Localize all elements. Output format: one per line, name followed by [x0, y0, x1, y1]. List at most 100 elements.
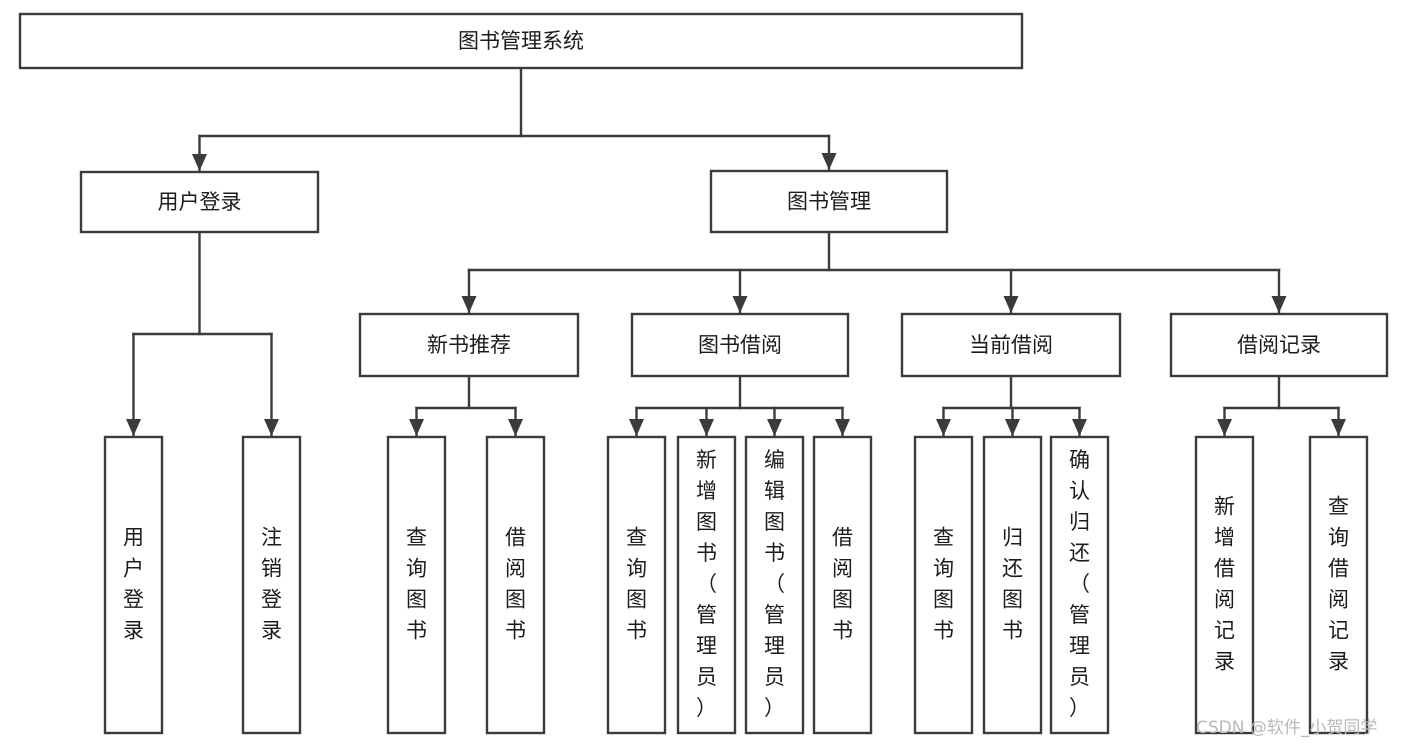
- node-label-borrow-query-book-char-3: 书: [626, 619, 647, 643]
- arrow-head-icon: [1217, 419, 1232, 436]
- arrow-head-icon: [264, 419, 279, 436]
- node-label-recommend-query-book-char-1: 询: [406, 557, 427, 581]
- node-box-user-login-do[interactable]: [103, 435, 164, 735]
- node-label-borrow-add-book-char-3: 书: [696, 541, 717, 565]
- node-box-user-logout[interactable]: [241, 435, 302, 735]
- arrow-head-icon: [629, 419, 644, 436]
- node-box-borrow-record[interactable]: [1169, 312, 1389, 378]
- node-label-new-book-recommend: 新书推荐: [427, 333, 511, 357]
- node-box-current-query-book[interactable]: [913, 435, 974, 735]
- node-label-borrow-borrow-book-char-3: 书: [832, 619, 853, 643]
- node-box-root[interactable]: [18, 12, 1024, 70]
- node-user-login-do[interactable]: 用户登录: [103, 435, 164, 735]
- node-box-borrow-add-book[interactable]: [676, 435, 737, 735]
- node-borrow-record[interactable]: 借阅记录: [1169, 312, 1389, 378]
- node-box-borrow-query-book[interactable]: [606, 435, 667, 735]
- node-label-borrow-add-book-char-4: （: [696, 572, 717, 596]
- node-label-record-add-char-2: 借: [1214, 557, 1235, 581]
- arrow-head-icon: [835, 419, 850, 436]
- node-label-current-borrow: 当前借阅: [969, 333, 1053, 357]
- node-label-record-add-char-0: 新: [1214, 495, 1235, 519]
- node-label-current-query-book-char-1: 询: [933, 557, 954, 581]
- node-label-record-query-char-1: 询: [1328, 526, 1349, 550]
- node-book-borrow[interactable]: 图书借阅: [630, 312, 850, 378]
- arrow-head-icon: [1072, 419, 1087, 436]
- node-label-current-confirm-return-char-5: 管: [1069, 603, 1090, 627]
- node-box-book-borrow[interactable]: [630, 312, 850, 378]
- node-label-recommend-borrow-book-char-0: 借: [505, 526, 526, 550]
- node-label-recommend-query-book-char-3: 书: [406, 619, 427, 643]
- node-label-user-login-do-char-2: 登: [123, 588, 144, 612]
- node-box-record-query[interactable]: [1308, 435, 1369, 735]
- arrow-head-icon: [508, 419, 523, 436]
- node-label-user-logout-char-0: 注: [261, 526, 282, 550]
- node-box-record-add[interactable]: [1194, 435, 1255, 735]
- arrow-head-icon: [821, 153, 837, 170]
- node-label-borrow-edit-book-char-6: 理: [764, 634, 785, 658]
- arrow-head-icon: [126, 419, 141, 436]
- node-label-record-query-char-0: 查: [1328, 495, 1349, 519]
- node-label-current-query-book-char-0: 查: [933, 526, 954, 550]
- node-label-borrow-add-book-char-7: 员: [696, 665, 717, 689]
- node-user-login[interactable]: 用户登录: [79, 170, 320, 234]
- node-box-borrow-edit-book[interactable]: [744, 435, 805, 735]
- arrow-head-icon: [461, 296, 477, 313]
- node-label-borrow-borrow-book-char-2: 图: [832, 588, 853, 612]
- node-box-recommend-borrow-book[interactable]: [485, 435, 546, 735]
- node-box-current-return-book[interactable]: [982, 435, 1043, 735]
- node-label-current-confirm-return-char-2: 归: [1069, 510, 1090, 534]
- arrow-head-icon: [1005, 419, 1020, 436]
- node-label-borrow-query-book-char-2: 图: [626, 588, 647, 612]
- node-label-current-confirm-return-char-4: （: [1069, 572, 1090, 596]
- node-label-borrow-add-book-char-1: 增: [696, 479, 717, 503]
- node-label-borrow-edit-book-char-5: 管: [764, 603, 785, 627]
- node-root[interactable]: 图书管理系统: [18, 12, 1024, 70]
- node-label-current-query-book-char-2: 图: [933, 588, 954, 612]
- node-label-current-confirm-return-char-1: 认: [1069, 479, 1090, 503]
- node-box-user-login[interactable]: [79, 170, 320, 234]
- node-label-current-confirm-return-char-6: 理: [1069, 634, 1090, 658]
- node-book-manage[interactable]: 图书管理: [709, 169, 949, 234]
- node-label-borrow-add-book-char-6: 理: [696, 634, 717, 658]
- node-box-recommend-query-book[interactable]: [386, 435, 447, 735]
- nodes-layer: 图书管理系统用户登录图书管理用户登录注销登录新书推荐查询图书借阅图书图书借阅查询…: [18, 12, 1389, 735]
- node-new-book-recommend[interactable]: 新书推荐: [358, 312, 580, 378]
- node-label-borrow-borrow-book-char-1: 阅: [832, 557, 853, 581]
- node-label-current-return-book-char-3: 书: [1002, 619, 1023, 643]
- node-label-user-login: 用户登录: [158, 190, 242, 214]
- node-box-borrow-borrow-book[interactable]: [812, 435, 873, 735]
- node-label-user-login-do-char-0: 用: [123, 526, 144, 550]
- node-label-borrow-edit-book-char-0: 编: [764, 448, 785, 472]
- node-label-borrow-edit-book-char-3: 书: [764, 541, 785, 565]
- node-box-current-confirm-return[interactable]: [1049, 435, 1110, 735]
- node-label-borrow-borrow-book-char-0: 借: [832, 526, 853, 550]
- node-current-borrow[interactable]: 当前借阅: [900, 312, 1122, 378]
- node-label-user-login-do-char-3: 录: [123, 619, 144, 643]
- node-label-borrow-query-book-char-0: 查: [626, 526, 647, 550]
- node-box-book-manage[interactable]: [709, 169, 949, 234]
- node-box-new-book-recommend[interactable]: [358, 312, 580, 378]
- arrow-head-icon: [936, 419, 951, 436]
- node-label-borrow-add-book-char-5: 管: [696, 603, 717, 627]
- node-label-record-query-char-4: 记: [1328, 619, 1349, 643]
- node-label-record-query-char-3: 阅: [1328, 588, 1349, 612]
- connectors-layer: [126, 66, 1346, 438]
- arrow-head-icon: [732, 296, 748, 313]
- node-box-current-borrow[interactable]: [900, 312, 1122, 378]
- node-label-recommend-borrow-book-char-1: 阅: [505, 557, 526, 581]
- node-label-record-query-char-2: 借: [1328, 557, 1349, 581]
- node-label-borrow-record: 借阅记录: [1237, 333, 1321, 357]
